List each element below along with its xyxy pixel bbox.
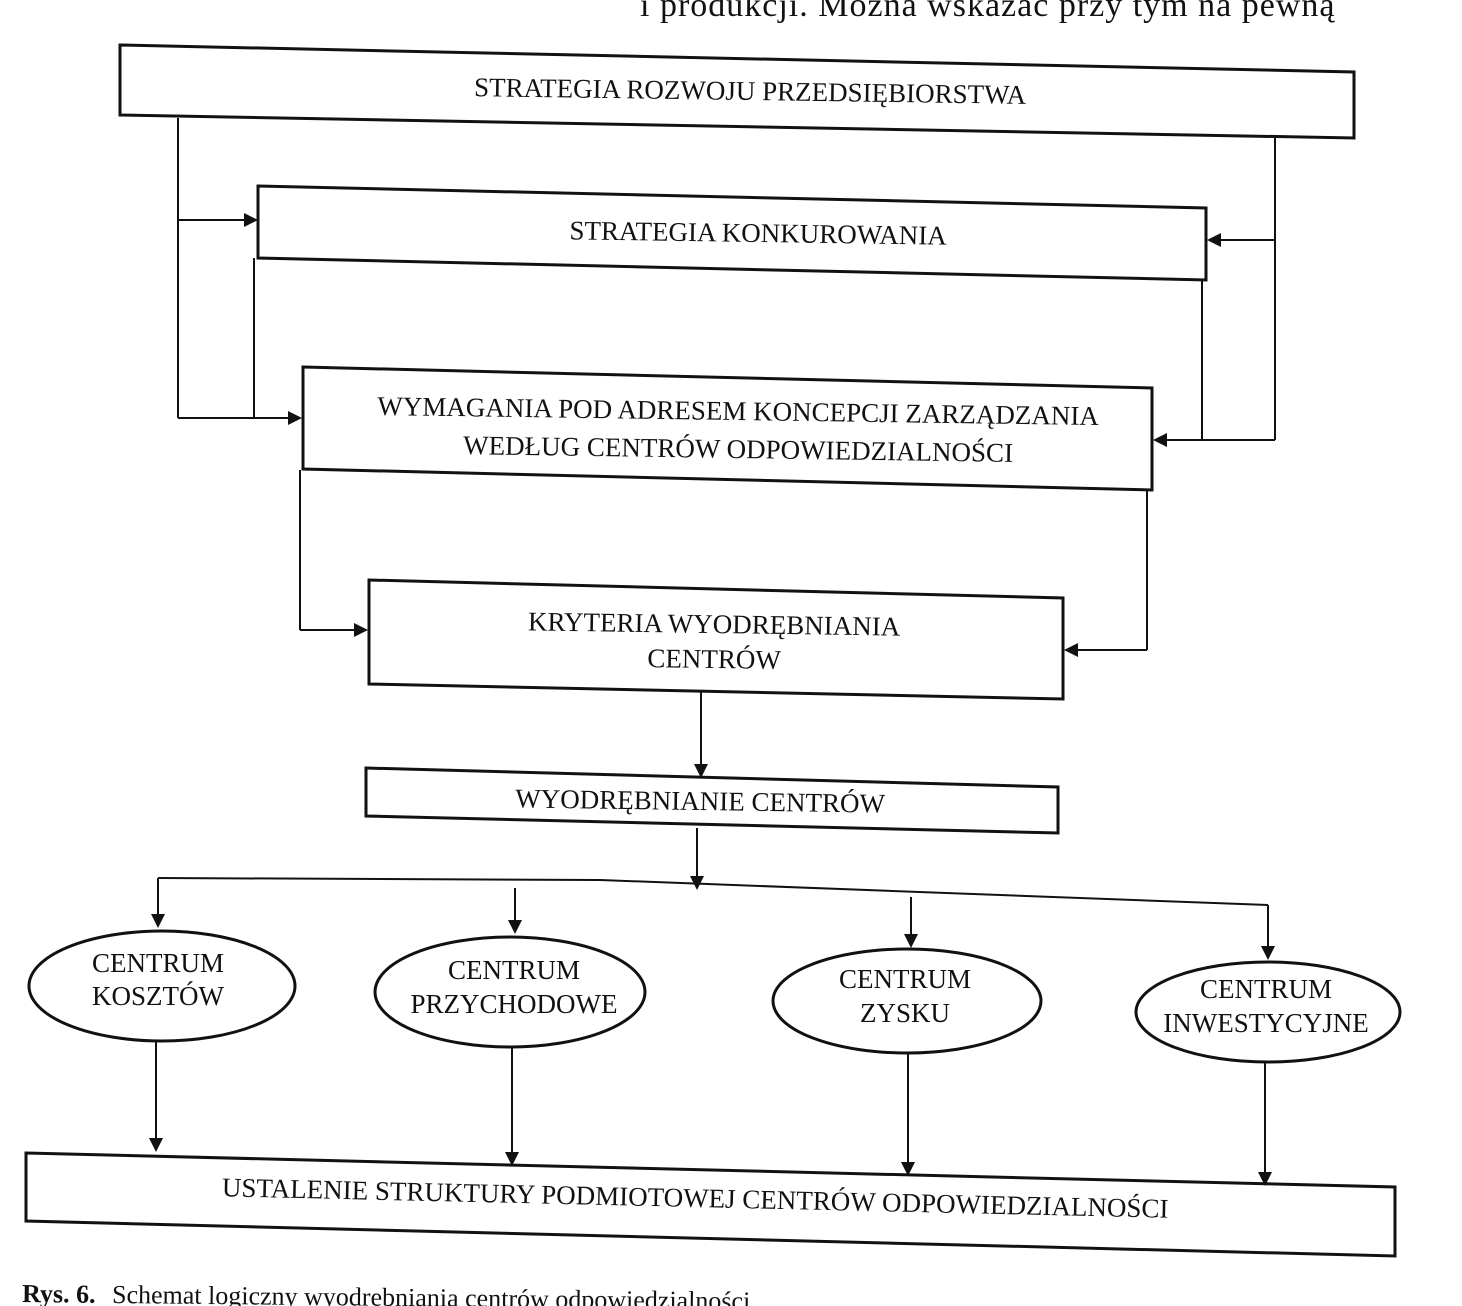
top-text-fragment: i produkcji. Można wskazać przy tym na p… xyxy=(640,0,1335,24)
box-wyodrebnianie xyxy=(364,766,1060,835)
box-kryteria xyxy=(367,578,1065,701)
center-2-line2: ZYSKU xyxy=(860,998,950,1028)
box-kryteria-line1: KRYTERIA WYODRĘBNIANIA xyxy=(528,606,901,641)
box-strategia-konkurowania xyxy=(256,184,1208,282)
box-strategia-konkurowania-label: STRATEGIA KONKUROWANIA xyxy=(569,215,947,250)
ellipse-centrum-inwestycyjne xyxy=(1134,960,1402,1064)
center-3-line2: INWESTYCYJNE xyxy=(1163,1008,1368,1038)
distribution-bar xyxy=(157,877,1269,906)
center-0-line2: KOSZTÓW xyxy=(92,981,224,1011)
box-kryteria-line2: CENTRÓW xyxy=(647,643,781,675)
center-1-line2: PRZYCHODOWE xyxy=(411,989,618,1019)
box-ustalenie xyxy=(24,1151,1397,1258)
ellipse-centrum-przychodowe xyxy=(373,935,647,1049)
connectors xyxy=(149,118,1276,1186)
center-1-line1: CENTRUM xyxy=(448,955,580,985)
center-3-line1: CENTRUM xyxy=(1200,974,1332,1004)
figure-caption: Rys. 6. Schemat logiczny wyodrębniania c… xyxy=(22,1279,750,1306)
caption-label: Rys. 6. xyxy=(22,1279,96,1306)
caption-text: Schemat logiczny wyodrębniania centrów o… xyxy=(112,1280,751,1306)
ellipse-centrum-kosztow xyxy=(27,929,297,1043)
box-wymagania xyxy=(301,365,1154,492)
center-2-line1: CENTRUM xyxy=(839,964,971,994)
box-strategia-rozwoju xyxy=(118,43,1356,140)
box-wyodrebnianie-label: WYODRĘBNIANIE CENTRÓW xyxy=(515,783,886,818)
center-0-line1: CENTRUM xyxy=(92,948,224,978)
